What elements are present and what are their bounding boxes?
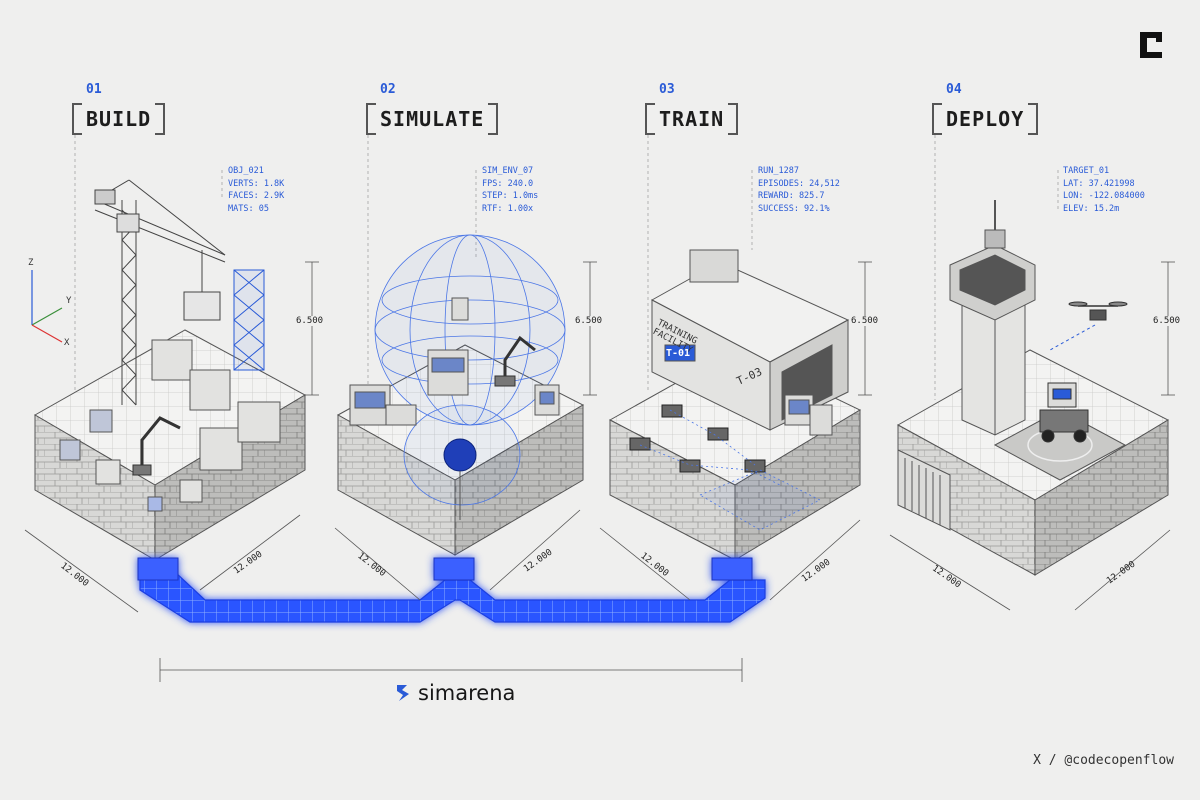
control-tower-icon — [949, 200, 1036, 436]
quadruped-robots — [629, 404, 766, 473]
meta-line: OBJ_021 — [228, 166, 264, 176]
step-number: 02 — [380, 82, 396, 97]
step-title: SIMULATE — [366, 103, 499, 135]
step-title: DEPLOY — [932, 103, 1039, 135]
robot-arm-build — [132, 416, 181, 476]
meta-line: RTF: 1.00x — [482, 203, 534, 214]
robot-arm-simulate — [494, 335, 536, 387]
credit-handle[interactable]: X / @codecopenflow — [1033, 753, 1174, 768]
sim-machines — [349, 297, 560, 426]
step-train: 03 TRAIN — [645, 82, 739, 135]
meta-line: STEP: 1.0ms — [482, 191, 539, 201]
axis-label-y: Y — [66, 296, 72, 306]
meta-line: FACES: 2.9K — [228, 191, 285, 201]
height-label-train: 6.500 — [851, 316, 879, 326]
axis-gizmo — [31, 270, 63, 343]
step-build: 01 BUILD — [72, 82, 166, 135]
meta-train: RUN_1287 EPISODES: 24,512 REWARD: 825.7 … — [758, 165, 840, 215]
meta-build: OBJ_021 VERTS: 1.8K FACES: 2.9K MATS: 05 — [228, 165, 284, 215]
axis-label-z: Z — [28, 258, 34, 268]
meta-line: EPISODES: 24,512 — [758, 178, 840, 189]
meta-line: SUCCESS: 92.1% — [758, 203, 830, 214]
facility-badge: T-01 — [666, 348, 691, 359]
container — [897, 449, 951, 531]
drone-link — [1049, 324, 1096, 351]
step-number: 03 — [659, 82, 675, 97]
meta-line: LAT: 37.421998 — [1063, 178, 1135, 189]
axis-label-x: X — [64, 338, 70, 348]
meta-line: TARGET_01 — [1063, 166, 1110, 176]
meta-line: LON: -122.084000 — [1063, 191, 1145, 201]
brand-lockup: simarena — [395, 681, 515, 705]
drone-icon — [1068, 301, 1128, 321]
wireframe-tower — [233, 269, 265, 371]
step-title: BUILD — [72, 103, 166, 135]
meta-line: RUN_1287 — [758, 166, 799, 176]
meta-line: VERTS: 1.8K — [228, 178, 285, 189]
meta-line: REWARD: 825.7 — [758, 191, 825, 201]
corner-logo-icon — [1140, 32, 1162, 58]
facility-screens — [784, 394, 833, 436]
simarena-logo-icon — [397, 685, 409, 701]
guide-lines — [74, 135, 1059, 400]
train-paths — [639, 409, 821, 531]
step-deploy: 04 DEPLOY — [932, 82, 1039, 135]
step-number: 01 — [86, 82, 102, 97]
meta-simulate: SIM_ENV_07 FPS: 240.0 STEP: 1.0ms RTF: 1… — [482, 165, 538, 215]
dimension-lines — [24, 261, 1175, 682]
meta-deploy: TARGET_01 LAT: 37.421998 LON: -122.08400… — [1063, 165, 1145, 215]
meta-line: MATS: 05 — [228, 203, 269, 214]
deploy-robot — [1039, 382, 1089, 443]
meta-line: ELEV: 15.2m — [1063, 203, 1120, 214]
crane-icon — [94, 179, 226, 406]
step-title: TRAIN — [645, 103, 739, 135]
height-label-build: 6.500 — [296, 316, 324, 326]
height-label-simulate: 6.500 — [575, 316, 603, 326]
step-number: 04 — [946, 82, 962, 97]
sim-sphere — [403, 404, 521, 520]
meta-line: FPS: 240.0 — [482, 178, 534, 189]
dome-icon — [374, 234, 566, 426]
build-crates — [59, 339, 281, 512]
height-label-deploy: 6.500 — [1153, 316, 1181, 326]
meta-line: SIM_ENV_07 — [482, 166, 534, 176]
brand-name: simarena — [418, 681, 516, 705]
step-simulate: 02 SIMULATE — [366, 82, 499, 135]
